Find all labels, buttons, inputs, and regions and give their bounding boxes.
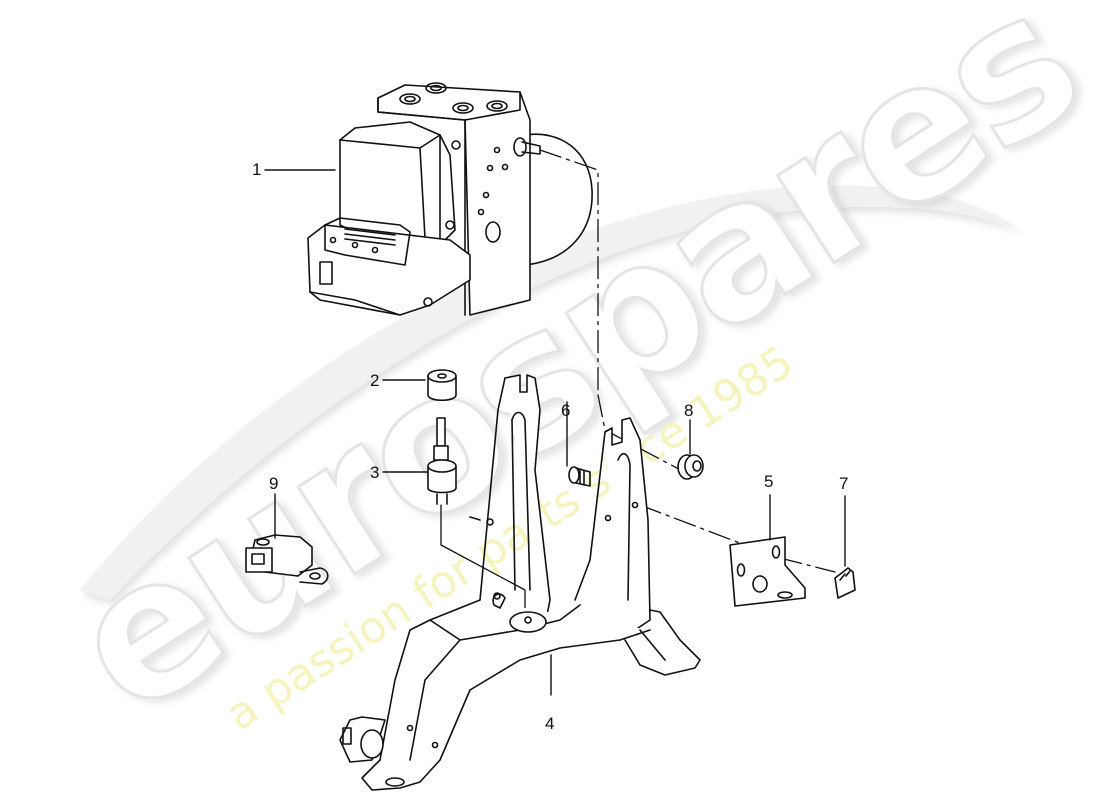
callout-9: 9 [269, 474, 279, 493]
callout-5: 5 [764, 472, 774, 491]
leader-lines [264, 169, 846, 696]
callout-6: 6 [561, 401, 571, 420]
sensor-icon [245, 534, 329, 585]
callout-7: 7 [839, 474, 849, 493]
rubber-mount-icon [427, 369, 457, 402]
callout-4: 4 [545, 714, 555, 733]
callout-2: 2 [370, 371, 380, 390]
assembly-guide-lines [539, 149, 836, 573]
callout-3: 3 [370, 463, 380, 482]
mounting-bracket-icon [339, 374, 701, 791]
small-bracket-icon [729, 536, 806, 607]
clip-nut-icon [834, 567, 856, 599]
callout-1: 1 [252, 160, 262, 179]
watermark-swoosh-icon [80, 185, 1020, 600]
flange-nut-icon [677, 454, 704, 480]
stud-icon [427, 417, 457, 505]
bolt-icon [568, 466, 591, 487]
hydraulic-unit-icon [307, 82, 593, 316]
callout-8: 8 [684, 401, 694, 420]
